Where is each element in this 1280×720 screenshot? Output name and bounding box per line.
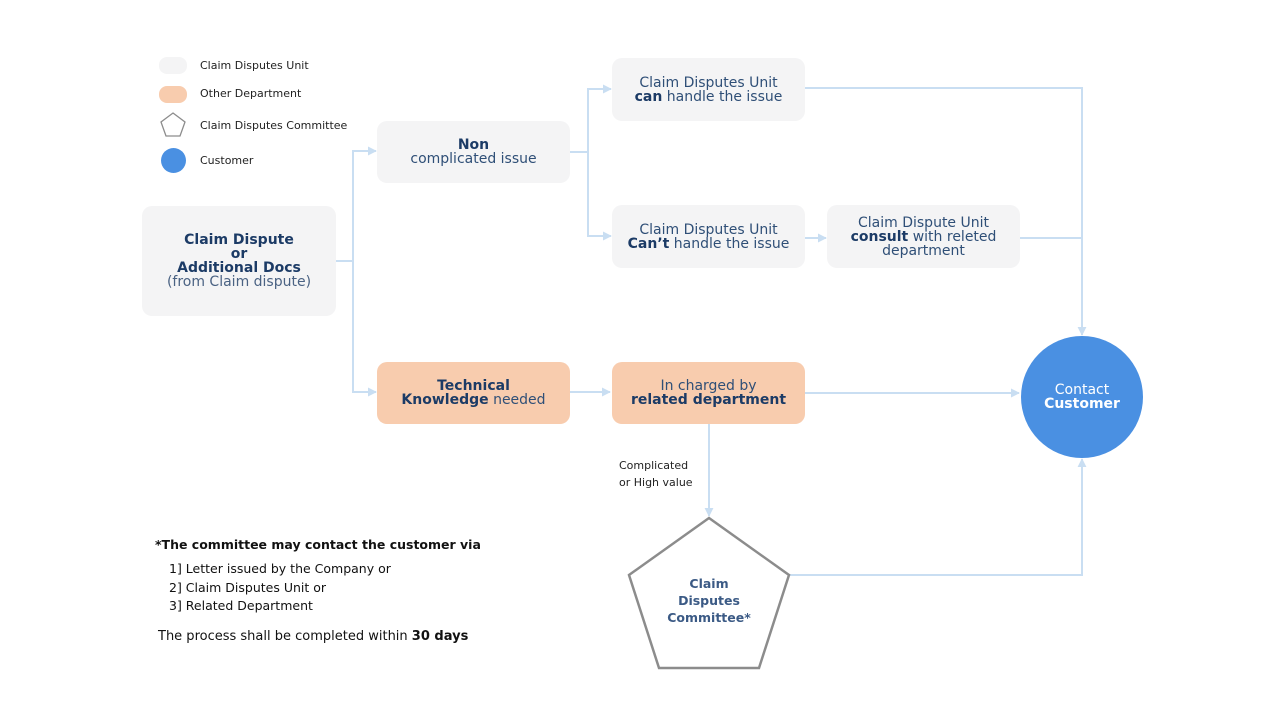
start-title-line3: Additional Docs [177,260,301,276]
unit-consult-strong: consult [850,228,909,245]
note-footer-text: The process shall be completed within [158,629,412,644]
technical-strong-line2: Knowledge [401,392,489,408]
technical-knowledge-node: Technical Knowledge needed [377,362,570,424]
note-item-3: 3] Related Department [169,598,313,613]
unit-cant-line2: Can’t handle the issue [628,237,790,251]
connector-start-branch [336,146,377,262]
legend-customer-swatch [161,148,186,173]
unit-can-strong: can [634,88,663,105]
related-department-node: In charged by related department [612,362,805,424]
unit-cant-rest: handle the issue [669,235,790,252]
connector-can-customer [805,87,1087,336]
connector-noncomplicated-can [570,84,612,153]
unit-can-line2: can handle the issue [635,90,783,104]
technical-strong-line1: Technical [437,378,510,394]
legend-customer-label: Customer [200,154,254,167]
non-complicated-text: complicated issue [410,151,537,167]
legend-department-swatch [159,86,187,103]
committee-node: Claim Disputes Committee* [649,575,769,626]
committee-pentagon-shape [627,516,791,670]
legend-unit-label: Claim Disputes Unit [200,59,309,72]
claim-dispute-start-node: Claim Dispute or Additional Docs (from C… [142,206,336,316]
unit-consult-rest: with releted [908,228,997,245]
customer-line1: Contact [1054,382,1110,398]
customer-strong: Customer [1044,396,1120,412]
technical-line2: Knowledge needed [401,393,545,407]
committee-line2: Disputes [678,593,740,608]
connector-noncomplicated-cant [587,152,612,241]
related-line1: In charged by [660,378,757,394]
note-footer-strong: 30 days [411,629,469,644]
unit-can-handle-node: Claim Disputes Unit can handle the issue [612,58,805,121]
committee-line3: Committee* [667,610,751,625]
related-strong: related department [630,392,787,408]
connector-start-technical [352,261,377,397]
legend-committee-label: Claim Disputes Committee [200,119,348,132]
unit-consult-line3: department [882,242,965,259]
start-subtitle: (from Claim dispute) [166,274,312,290]
unit-can-line1: Claim Disputes Unit [639,74,778,91]
technical-rest: needed [488,392,546,408]
complicated-label-line2: or High value [619,476,693,489]
note-footer: The process shall be completed within 30… [158,629,468,644]
unit-cant-line1: Claim Disputes Unit [639,221,778,238]
legend-department-label: Other Department [200,87,302,100]
note-heading: *The committee may contact the customer … [155,537,481,552]
complicated-label-line1: Complicated [619,459,689,472]
note-item-2: 2] Claim Disputes Unit or [169,580,327,595]
start-title-line2: or [230,246,248,262]
legend-pentagon-icon [160,112,186,137]
unit-consult-node: Claim Dispute Unit consult with releted … [827,205,1020,268]
non-complicated-strong: Non [457,137,490,153]
start-title-line1: Claim Dispute [184,232,294,248]
legend-unit-swatch [159,57,187,74]
committee-line1: Claim [689,576,729,591]
unit-consult-line2: consult with releted [851,230,997,244]
note-item-1: 1] Letter issued by the Company or [169,561,391,576]
unit-consult-line1: Claim Dispute Unit [858,214,989,231]
connector-committee-customer [789,458,1087,576]
non-complicated-issue-node: Non complicated issue [377,121,570,183]
contact-customer-node: Contact Customer [1021,336,1143,458]
unit-can-rest: handle the issue [662,88,783,105]
unit-cant-strong: Can’t [627,235,670,252]
unit-cant-handle-node: Claim Disputes Unit Can’t handle the iss… [612,205,805,268]
